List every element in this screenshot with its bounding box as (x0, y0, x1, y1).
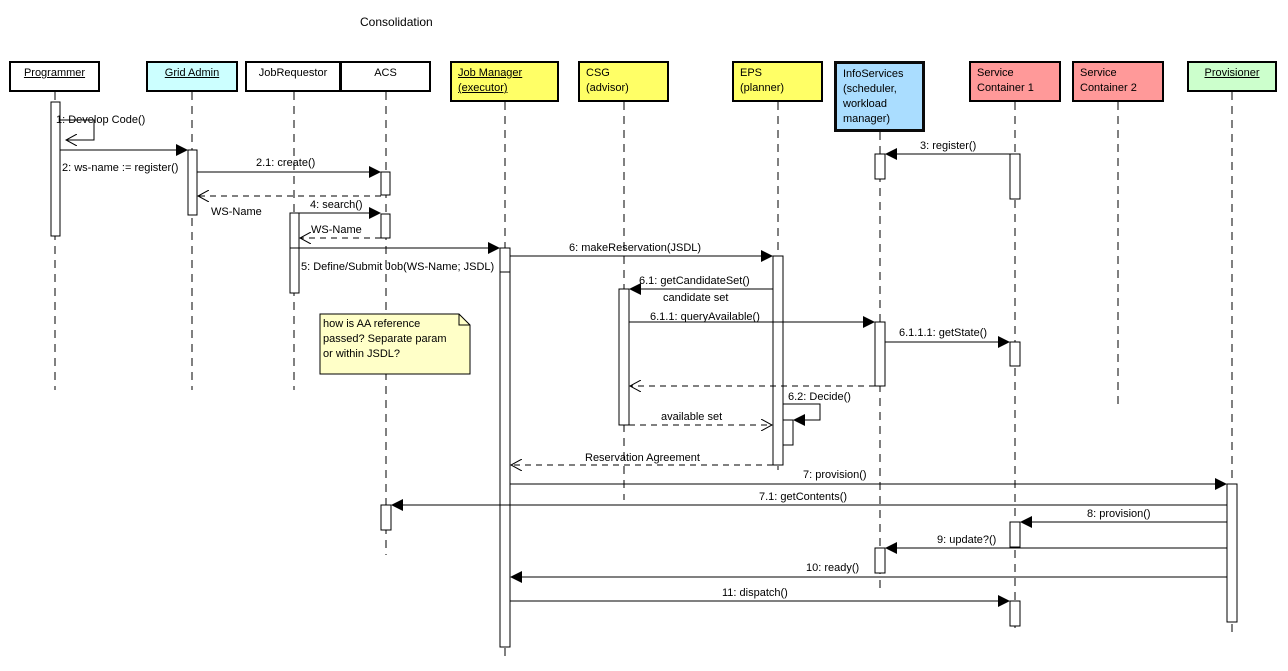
actor-provisioner[interactable]: Provisioner (1187, 61, 1277, 92)
message-8-label: 8: provision() (1087, 508, 1151, 520)
diagram-title: Consolidation (360, 15, 433, 29)
message-6-1-1-label: 6.1.1: queryAvailable() (650, 311, 760, 323)
activation-provisioner (1226, 483, 1238, 623)
actor-eps[interactable]: EPS (planner) (732, 61, 823, 102)
message-2-1-label: 2.1: create() (256, 157, 315, 169)
activation-sc1-2 (1009, 341, 1021, 367)
message-7-1-label: 7.1: getContents() (759, 491, 847, 503)
actor-programmer[interactable]: Programmer (9, 61, 100, 92)
message-6-2-arrow (783, 403, 821, 426)
actor-grid-admin[interactable]: Grid Admin (146, 61, 238, 92)
actor-csg[interactable]: CSG (advisor) (578, 61, 669, 102)
message-6-1-label: 6.1: getCandidateSet() (639, 275, 750, 287)
activation-eps (772, 255, 784, 466)
activation-job-manager-1 (499, 247, 511, 273)
activation-csg (618, 288, 630, 426)
actor-job-requestor[interactable]: JobRequestor (245, 61, 341, 92)
activation-acs-2 (380, 213, 391, 239)
note-shape (319, 313, 471, 375)
activation-sc1-1 (1009, 153, 1021, 200)
note-aa-reference: how is AA reference passed? Separate par… (323, 318, 447, 360)
activation-sc1-3 (1009, 521, 1021, 548)
message-1-arrow (60, 119, 95, 140)
message-2-label: 2: ws-name := register() (62, 162, 178, 174)
return-reservation-label: Reservation Agreement (585, 452, 700, 464)
message-6-2-label: 6.2: Decide() (788, 391, 851, 403)
activation-acs-1 (380, 171, 391, 196)
return-candidate-label: candidate set (663, 292, 728, 304)
activation-info-services-1 (874, 153, 886, 180)
activation-job-requestor (289, 212, 300, 294)
message-6-label: 6: makeReservation(JSDL) (569, 242, 701, 254)
return-ws-name-2-label: WS-Name (311, 224, 362, 236)
message-11-label: 11: dispatch() (722, 587, 788, 599)
message-10-label: 10: ready() (806, 562, 859, 574)
message-5-label: 5: Define/Submit Job(WS-Name; JSDL) (301, 261, 494, 273)
actor-info-services[interactable]: InfoServices (scheduler, workload manage… (834, 61, 925, 132)
actor-acs[interactable]: ACS (340, 61, 431, 92)
activation-programmer (50, 101, 61, 237)
actor-service-container-2[interactable]: Service Container 2 (1072, 61, 1164, 102)
activation-eps-nested (782, 419, 794, 446)
return-ws-name-1-label: WS-Name (211, 206, 262, 218)
return-available-set-label: available set (661, 411, 722, 423)
activation-job-manager-2 (499, 271, 511, 648)
message-4-label: 4: search() (310, 199, 363, 211)
activation-sc1-4 (1009, 600, 1021, 627)
activation-grid-admin (187, 149, 198, 216)
activation-info-services-2 (874, 321, 886, 387)
activation-acs-3 (380, 504, 392, 531)
message-3-label: 3: register() (920, 140, 976, 152)
message-1-label: 1: Develop Code() (56, 114, 145, 126)
actor-job-manager[interactable]: Job Manager (executor) (450, 61, 559, 102)
activation-info-services-3 (874, 547, 886, 574)
message-9-label: 9: update?() (937, 534, 996, 546)
message-7-label: 7: provision() (803, 469, 867, 481)
message-6-1-1-1-label: 6.1.1.1: getState() (899, 327, 987, 339)
actor-service-container-1[interactable]: Service Container 1 (969, 61, 1061, 102)
